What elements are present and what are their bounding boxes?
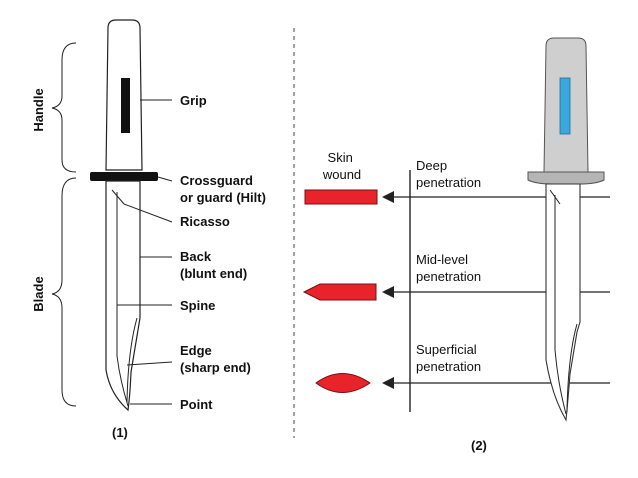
back-label-line1: Back xyxy=(180,249,212,264)
spine-label: Spine xyxy=(180,298,215,313)
skin-wound-label-line2: wound xyxy=(322,167,361,182)
superficial-wound-shape xyxy=(315,373,371,393)
back-label: Back (blunt end) xyxy=(180,249,247,281)
superficial-penetration-label-line2: penetration xyxy=(416,359,481,374)
panel-1-number: (1) xyxy=(112,425,128,440)
mid-penetration-label-line2: penetration xyxy=(416,269,481,284)
crossguard-label-line1: Crossguard xyxy=(180,173,253,188)
mid-penetration-label-line1: Mid-level xyxy=(416,252,468,267)
crossguard-leader xyxy=(157,176,173,182)
handle-bracket xyxy=(51,42,77,173)
knife-blade xyxy=(105,180,141,412)
right-knife-blade xyxy=(545,183,581,422)
deep-penetration-label-line2: penetration xyxy=(416,175,481,190)
crossguard xyxy=(90,172,158,181)
grip-label: Grip xyxy=(180,93,207,108)
handle-label: Handle xyxy=(31,88,46,131)
crossguard-label-line2: or guard (Hilt) xyxy=(180,190,266,205)
edge-label: Edge (sharp end) xyxy=(180,343,251,375)
crossguard-label: Crossguard or guard (Hilt) xyxy=(180,173,266,205)
back-label-line2: (blunt end) xyxy=(180,266,247,281)
mid-penetration-label: Mid-level penetration xyxy=(416,252,481,284)
edge-label-line1: Edge xyxy=(180,343,212,358)
ricasso-leader xyxy=(123,203,173,223)
penetration-panel: Skin wound Deep penetration Mid-level pe… xyxy=(302,37,610,453)
right-knife-spine-line xyxy=(554,195,567,415)
panel-2-number: (2) xyxy=(471,438,487,453)
deep-wound-shape xyxy=(304,189,378,205)
superficial-arrow xyxy=(382,377,610,389)
superficial-penetration-label: Superficial penetration xyxy=(416,342,481,374)
deep-penetration-label-line1: Deep xyxy=(416,158,447,173)
point-label: Point xyxy=(180,397,213,412)
blade-label: Blade xyxy=(31,276,46,311)
skin-wound-label: Skin wound xyxy=(322,150,361,182)
grip-marking xyxy=(121,78,130,133)
ricasso-line xyxy=(111,189,125,205)
edge-leader xyxy=(126,361,173,366)
deep-penetration-label: Deep penetration xyxy=(416,158,481,190)
skin-wound-label-line1: Skin xyxy=(328,150,353,165)
edge-bevel-line xyxy=(126,317,138,403)
right-knife-edge-line xyxy=(566,323,578,413)
edge-label-line2: (sharp end) xyxy=(180,360,251,375)
superficial-penetration-label-line1: Superficial xyxy=(416,342,477,357)
mid-wound-shape xyxy=(302,283,377,301)
ricasso-label: Ricasso xyxy=(180,214,230,229)
spine-line xyxy=(116,192,129,407)
right-knife-grip-marking xyxy=(559,77,571,135)
right-knife-guard xyxy=(527,171,605,185)
blade-bracket xyxy=(51,177,77,407)
knife-anatomy-panel: Handle Blade Grip Crossguard or guard (H… xyxy=(31,19,266,440)
